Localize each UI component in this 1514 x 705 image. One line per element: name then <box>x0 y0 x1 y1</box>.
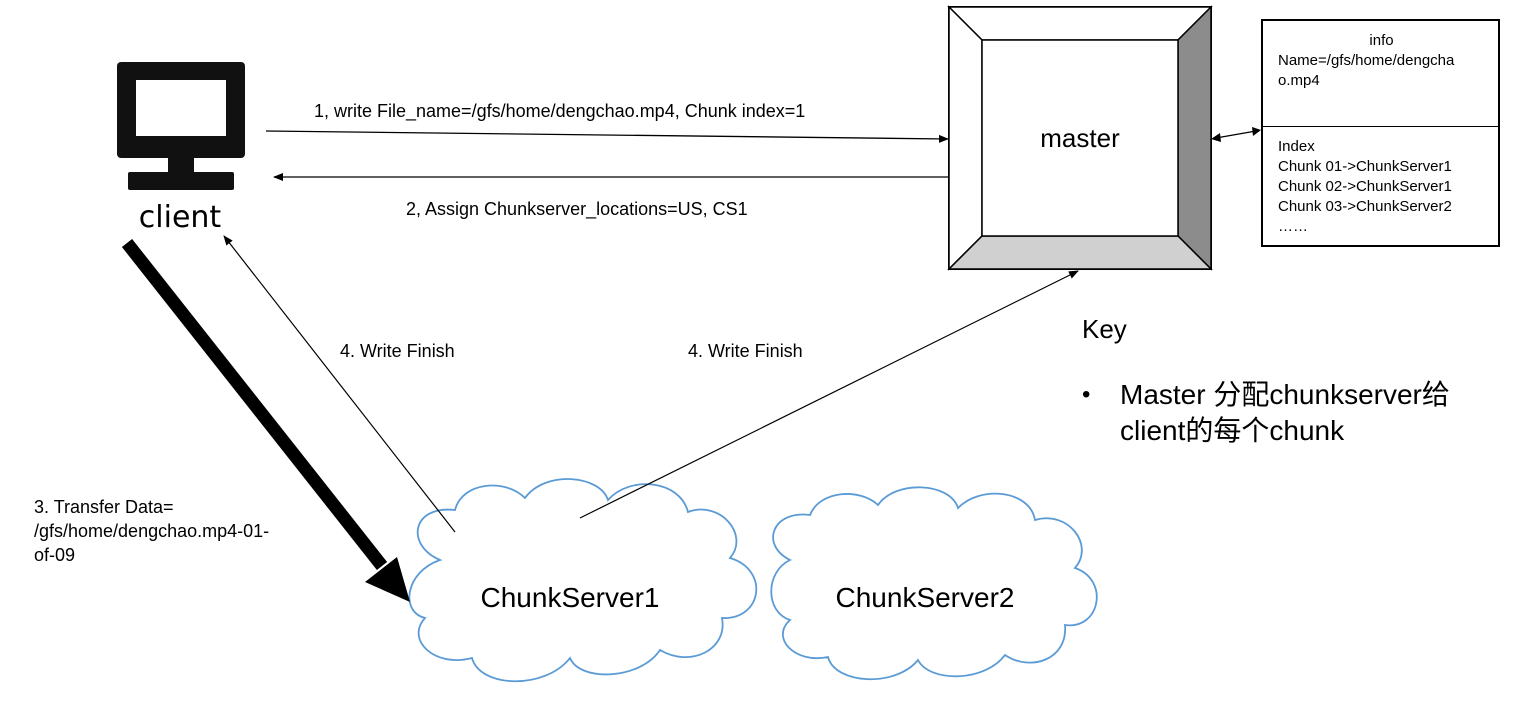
master-label: master <box>1040 123 1120 153</box>
arrow-step3 <box>121 238 410 602</box>
monitor-icon <box>117 62 245 190</box>
chunkserver2-cloud <box>770 486 1098 681</box>
chunkserver1-cloud <box>408 478 758 683</box>
step1-label: 1, write File_name=/gfs/home/dengchao.mp… <box>314 101 806 121</box>
step3-label-line2: /gfs/home/dengchao.mp4-01- <box>34 521 270 541</box>
info-name-line1: Name=/gfs/home/dengcha <box>1278 52 1455 69</box>
key-title: Key <box>1082 314 1127 344</box>
info-name-section: info Name=/gfs/home/dengcha o.mp4 <box>1263 21 1498 127</box>
step4-right-label: 4. Write Finish <box>688 341 803 361</box>
key-bullet-marker: • <box>1082 381 1091 408</box>
key-bullet-line2: client的每个chunk <box>1120 415 1345 446</box>
chunkserver1-label: ChunkServer1 <box>480 582 660 613</box>
arrow-step1 <box>265 130 949 143</box>
step3-label-line3: of-09 <box>34 545 76 565</box>
index-row: Chunk 01->ChunkServer1 <box>1278 158 1452 175</box>
index-row: Chunk 02->ChunkServer1 <box>1278 178 1452 195</box>
index-row: Chunk 03->ChunkServer2 <box>1278 198 1452 215</box>
info-box: info Name=/gfs/home/dengcha o.mp4 Index … <box>1261 19 1500 247</box>
step4-left-label: 4. Write Finish <box>340 341 455 361</box>
index-row: …… <box>1278 218 1308 235</box>
arrow-master-info <box>1211 127 1261 142</box>
key-bullet-line1: Master 分配chunkserver给 <box>1120 379 1450 410</box>
info-name-line2: o.mp4 <box>1278 72 1320 89</box>
step3-label-line1: 3. Transfer Data= <box>34 497 174 517</box>
step2-label: 2, Assign Chunkserver_locations=US, CS1 <box>406 199 748 219</box>
info-title: info <box>1369 32 1394 49</box>
client-label: client <box>138 200 222 235</box>
master-box <box>947 5 1213 271</box>
arrow-step4-client <box>223 235 456 533</box>
info-index-title: Index <box>1278 138 1315 155</box>
arrow-step4-master <box>579 270 1079 519</box>
chunkserver2-label: ChunkServer2 <box>835 582 1015 613</box>
